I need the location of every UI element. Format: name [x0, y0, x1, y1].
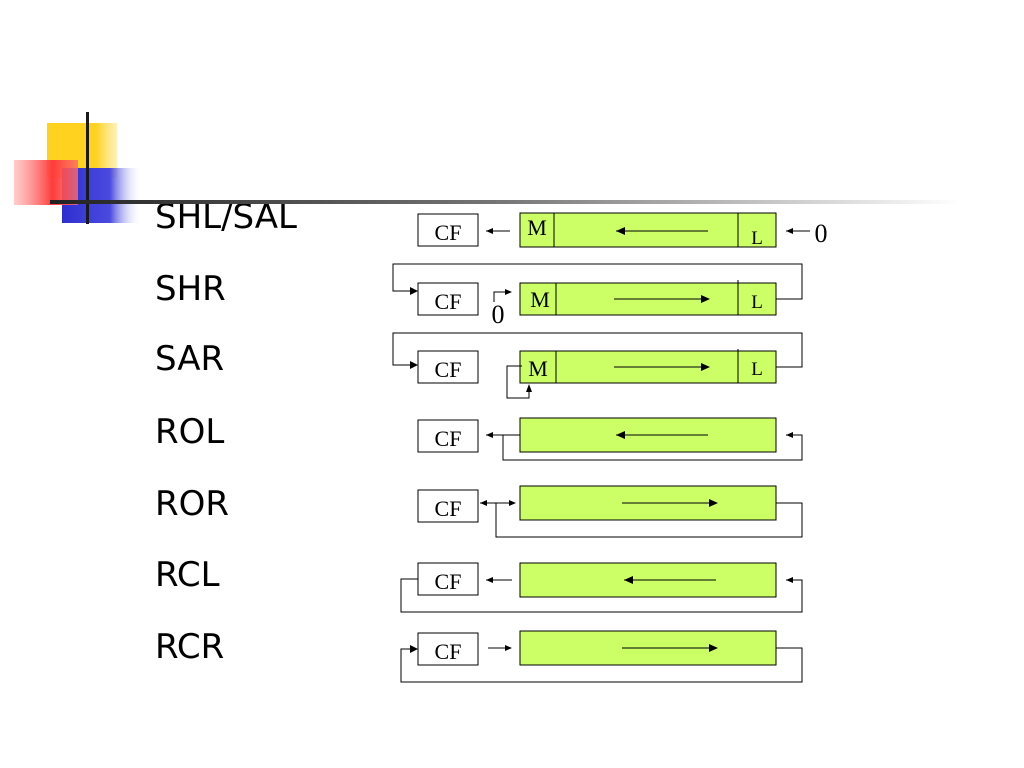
lsb-label: L	[751, 228, 763, 249]
diagram-rcr: CF	[400, 630, 803, 683]
label-ror: ROR	[155, 484, 230, 524]
cf-label: CF	[435, 289, 462, 314]
zero-in: 0	[492, 300, 505, 329]
diagram-rcl: CF	[400, 562, 803, 613]
msb-label: M	[530, 287, 550, 312]
label-sar: SAR	[155, 339, 225, 379]
cf-label: CF	[435, 426, 462, 451]
diagram-shl-sal: CF M L 0	[417, 212, 828, 249]
cf-label: CF	[435, 639, 462, 664]
label-shl-sal: SHL/SAL	[155, 197, 297, 237]
msb-label: M	[528, 356, 548, 381]
msb-label: M	[527, 215, 547, 240]
label-rcl: RCL	[155, 555, 220, 595]
cf-label: CF	[435, 496, 462, 521]
label-rcr: RCR	[155, 627, 225, 667]
zero-in: 0	[815, 219, 828, 248]
diagram-shr: CF M L 0	[392, 263, 803, 329]
diagram-rol: CF	[417, 417, 803, 461]
diagram-sar: CF M L	[392, 332, 803, 399]
cf-label: CF	[435, 357, 462, 382]
cf-label: CF	[435, 569, 462, 594]
lsb-label: L	[751, 292, 763, 313]
label-shr: SHR	[155, 269, 226, 309]
cf-label: CF	[435, 220, 462, 245]
diagram-ror: CF	[417, 485, 803, 538]
lsb-label: L	[751, 359, 763, 380]
label-rol: ROL	[155, 412, 225, 452]
